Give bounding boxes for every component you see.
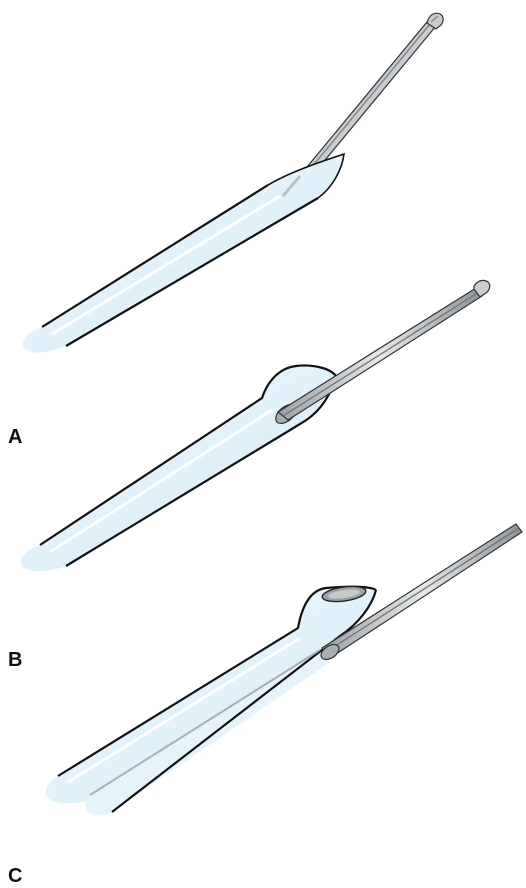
panel-label-b: B	[8, 650, 22, 670]
panel-c-illustration	[46, 524, 522, 815]
panel-label-a: A	[8, 427, 22, 447]
panel-b-stylet	[278, 280, 490, 420]
panel-b-tube	[21, 365, 336, 571]
panel-label-c: C	[8, 866, 22, 886]
panel-a-illustration	[23, 13, 443, 352]
panel-a-tube	[23, 154, 344, 352]
panel-c-tube	[46, 584, 376, 815]
